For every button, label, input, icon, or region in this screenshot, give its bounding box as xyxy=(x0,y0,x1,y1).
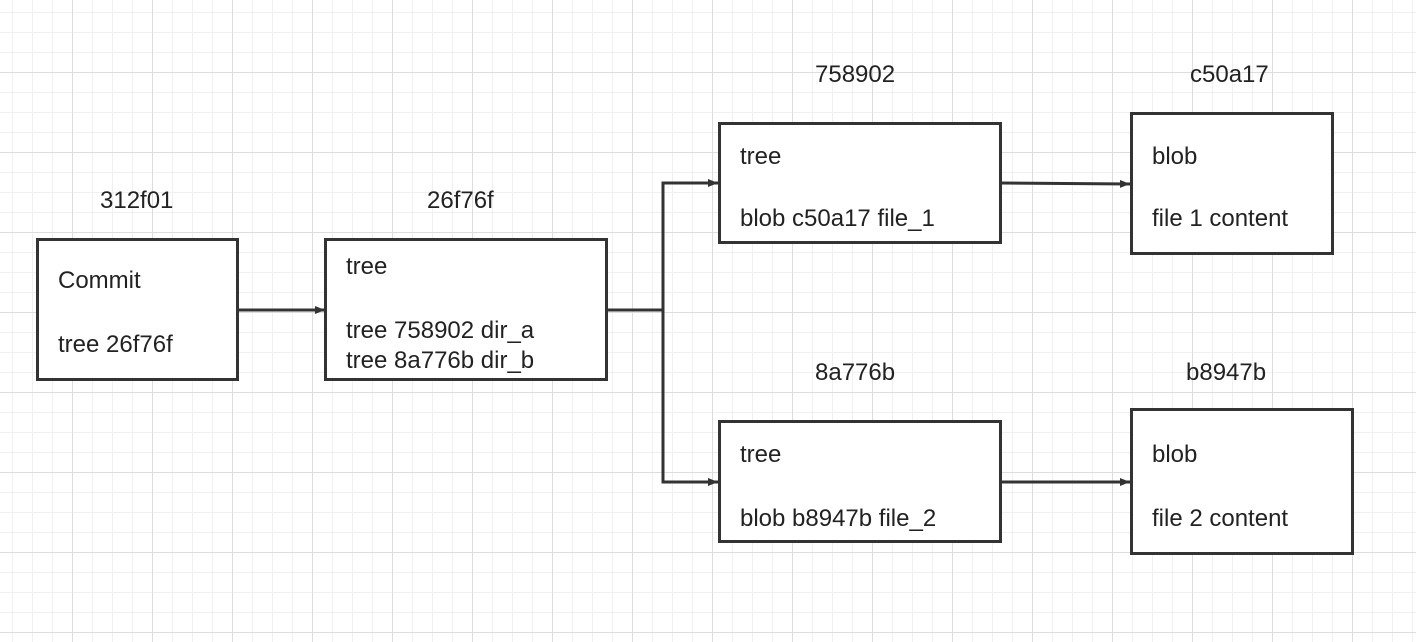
blob-1-title: blob xyxy=(1152,143,1198,170)
root-tree-hash-label: 26f76f xyxy=(427,187,494,214)
root-tree-title: tree xyxy=(346,253,388,280)
blob-1-content: file 1 content xyxy=(1152,205,1289,232)
blob-1-node[interactable]: blob file 1 content xyxy=(1130,112,1334,255)
arrow-root-tree-to-dir-a-tree xyxy=(607,179,718,312)
commit-node[interactable]: Commit tree 26f76f xyxy=(36,238,239,381)
dir-a-tree-hash-label: 758902 xyxy=(815,61,896,88)
arrow-dir-a-tree-to-blob-1 xyxy=(1000,179,1131,188)
blob-2-content: file 2 content xyxy=(1152,505,1289,532)
root-tree-entry-dir-b: tree 8a776b dir_b xyxy=(346,347,535,374)
commit-tree-ref: tree 26f76f xyxy=(58,331,173,358)
commit-title: Commit xyxy=(58,267,141,294)
dir-b-tree-node[interactable]: tree blob b8947b file_2 xyxy=(718,420,1002,543)
dir-a-tree-node[interactable]: tree blob c50a17 file_1 xyxy=(718,122,1002,244)
dir-b-tree-entry-file-2: blob b8947b file_2 xyxy=(740,505,937,532)
blob-2-title: blob xyxy=(1152,441,1198,468)
dir-b-tree-hash-label: 8a776b xyxy=(815,359,896,386)
blob-2-hash-label: b8947b xyxy=(1186,359,1267,386)
blob-2-node[interactable]: blob file 2 content xyxy=(1130,408,1354,555)
root-tree-entry-dir-a: tree 758902 dir_a xyxy=(346,317,535,344)
blob-1-hash-label: c50a17 xyxy=(1190,61,1269,88)
arrow-root-tree-to-dir-b-tree xyxy=(661,310,718,486)
root-tree-node[interactable]: tree tree 758902 dir_a tree 8a776b dir_b xyxy=(324,238,608,381)
dir-a-tree-entry-file-1: blob c50a17 file_1 xyxy=(740,205,935,232)
dir-b-tree-title: tree xyxy=(740,441,782,468)
commit-hash-label: 312f01 xyxy=(100,187,174,214)
dir-a-tree-title: tree xyxy=(740,143,782,170)
